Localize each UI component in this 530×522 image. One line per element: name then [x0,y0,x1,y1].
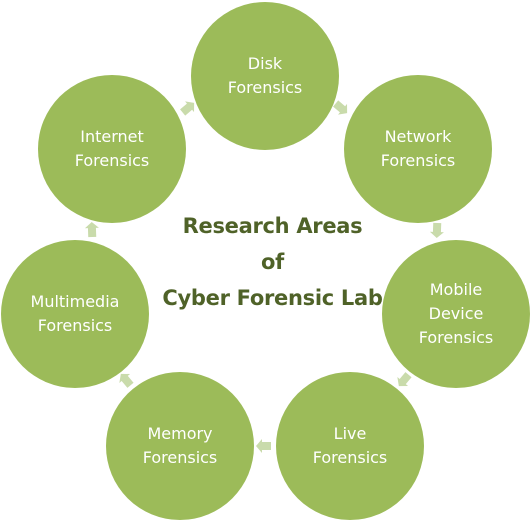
connector-network-to-mobile [429,222,444,238]
node-memory-forensics: Memory Forensics [106,372,254,520]
node-memory-forensics-label: Memory Forensics [142,424,218,467]
node-internet-forensics-label: Internet Forensics [74,127,150,170]
node-live-forensics-label: Live Forensics [312,424,388,467]
node-network-forensics: Network Forensics [344,75,492,223]
node-internet-forensics: Internet Forensics [38,75,186,223]
node-disk-forensics: Disk Forensics [191,2,339,150]
connector-internet-to-disk [180,101,195,116]
node-multimedia-forensics: Multimedia Forensics [1,240,149,388]
connector-disk-to-network [333,100,348,115]
node-mobile-device-forensics-label: Mobile Device Forensics [418,280,494,347]
node-multimedia-forensics-label: Multimedia Forensics [30,292,120,335]
node-mobile-device-forensics: Mobile Device Forensics [382,240,530,388]
center-title: Research Areas of Cyber Forensic Lab [162,214,383,310]
node-live-forensics: Live Forensics [276,372,424,520]
connector-mobile-to-live [397,372,412,387]
node-disk-forensics-label: Disk Forensics [227,54,303,97]
connector-memory-to-multimedia [119,373,134,388]
node-network-forensics-label: Network Forensics [380,127,456,170]
connector-multimedia-to-internet [84,222,99,238]
connector-live-to-memory [256,439,271,453]
